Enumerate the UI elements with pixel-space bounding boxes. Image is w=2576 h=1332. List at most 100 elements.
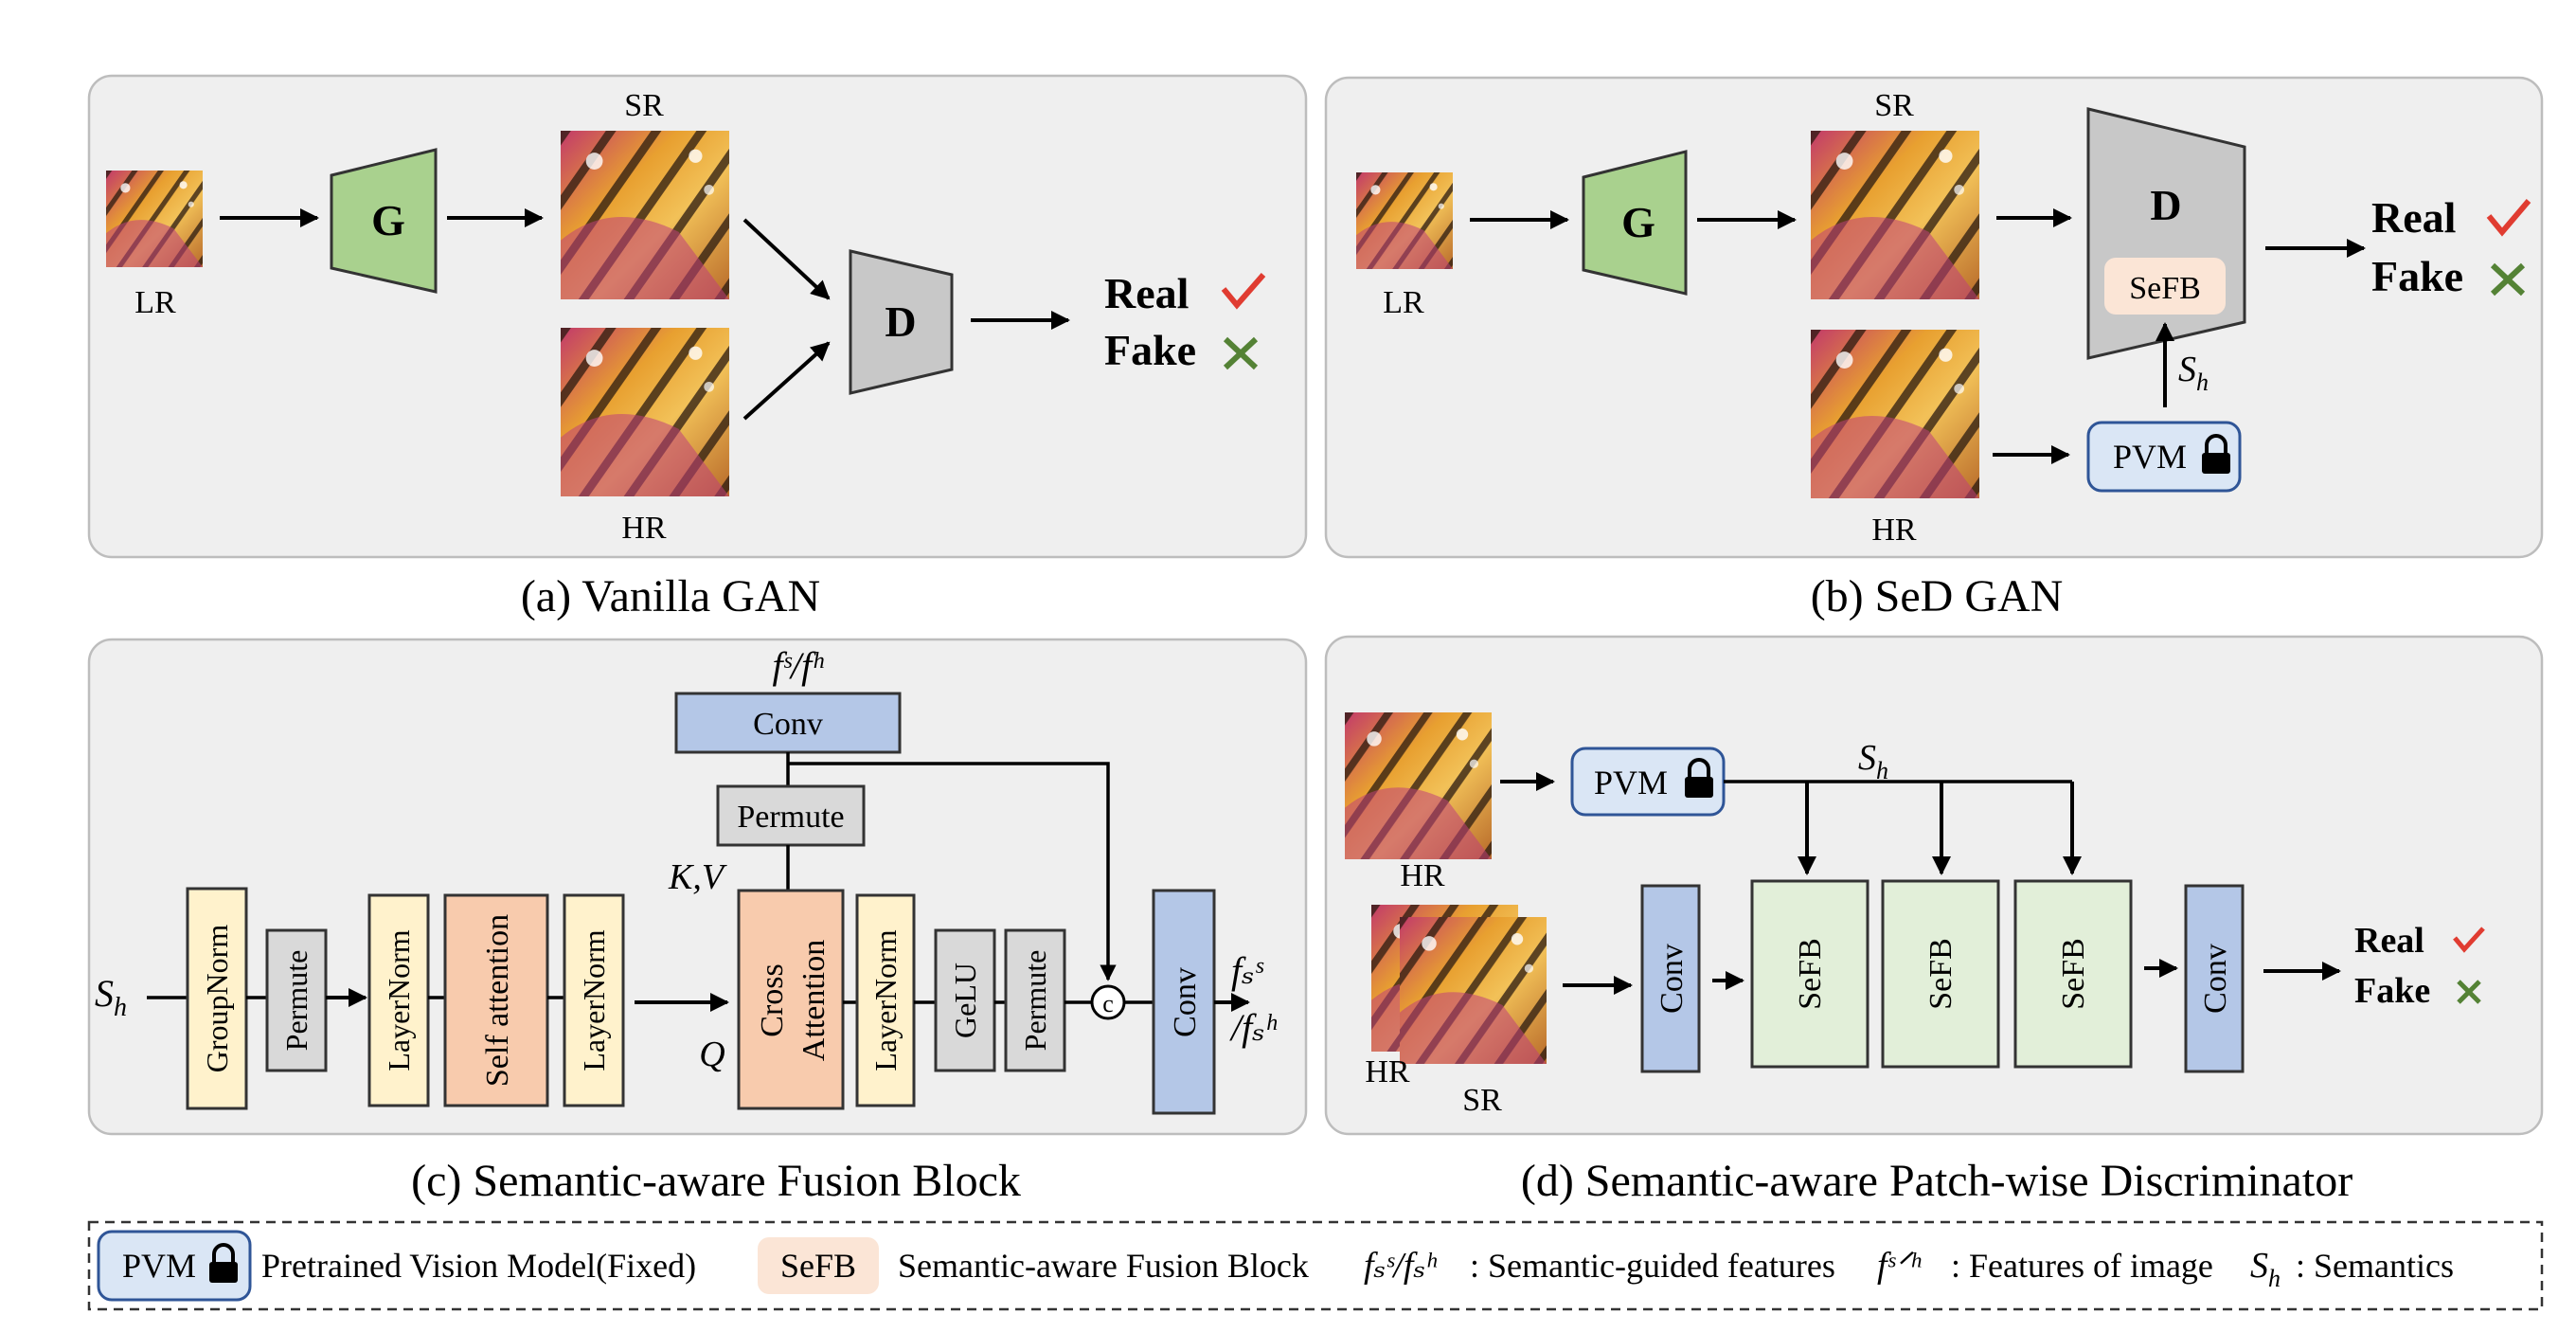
generator-block [330,148,438,294]
cross-attention-block [737,889,845,1110]
permute-top-label: Permute [737,800,844,835]
panel-patch-discriminator: HR PVM Sh HR SR Conv SeFB SeFB SeFB Conv… [1324,635,2544,1136]
conv-left-block [1640,884,1701,1073]
arrow-sr-to-d [742,218,831,300]
legend-image-desc: : Features of image [1951,1247,2213,1285]
groupnorm-label: GroupNorm [200,925,234,1073]
caption-c: (c) Semantic-aware Fusion Block [411,1156,1021,1206]
output-fs-label: fₛˢ [1231,949,1264,992]
caption-a: (a) Vanilla GAN [521,571,820,621]
kv-label: K,V [668,857,727,897]
permute-1-block [265,928,328,1072]
legend-sefb-box [758,1237,879,1294]
legend-features-desc: : Semantic-guided features [1470,1247,1835,1285]
pvm-box-b [2086,421,2242,493]
permute-2-label: Permute [1018,950,1052,1052]
legend: PVM Pretrained Vision Model(Fixed) SeFB … [87,1220,2544,1311]
panel-fusion-block: fˢ/fʰ Conv Permute K,V Sh GroupNorm Perm… [87,638,1308,1136]
q-label: Q [699,1035,724,1074]
gelu-block [934,928,996,1072]
output-fh-label: /fₛʰ [1229,1006,1278,1049]
sr-label-d: SR [1462,1083,1502,1118]
concat-symbol [1090,984,1126,1020]
legend-pvm-desc: Pretrained Vision Model(Fixed) [261,1247,696,1285]
lr-label: LR [134,285,176,320]
conv-out-block [1152,889,1216,1115]
discriminator-block-b [2086,107,2246,360]
permute-1-label: Permute [279,950,313,1052]
hr-image [561,328,729,496]
lr-label-b: LR [1383,285,1424,320]
arrow-hr-to-d [742,341,831,421]
sefb-block-2 [1881,879,2000,1069]
real-label-d: Real [2354,921,2424,961]
check-icon [1221,273,1266,310]
line-skip-to-concat [788,762,1117,981]
conv-right-block [2184,884,2245,1073]
sr-image [561,131,729,299]
sh-label-b: Sh [2178,350,2209,396]
layernorm-2-block [563,893,625,1107]
hr-label-d-bottom: HR [1365,1054,1410,1089]
pvm-label-b: PVM [2113,438,2187,476]
layernorm-1-label: LayerNorm [382,929,416,1071]
legend-sefb-desc: Semantic-aware Fusion Block [898,1247,1309,1285]
legend-lock-icon [209,1243,238,1283]
self-attention-block [443,893,549,1107]
sefb-label-b: SeFB [2129,271,2201,306]
permute-2-block [1004,928,1066,1072]
cross-icon [1223,336,1259,370]
fake-label-b: Fake [2371,252,2463,300]
attention-label: Attention [796,940,832,1061]
self-attention-label: Self attention [480,914,515,1087]
caption-d: (d) Semantic-aware Patch-wise Discrimina… [1521,1156,2352,1206]
sr-image-b [1811,131,1979,299]
permute-top-block [716,784,866,847]
discriminator-label: D [885,297,916,346]
generator-label-b: G [1621,198,1655,246]
fs-fh-label: fˢ/fʰ [772,644,824,687]
cross-label: Cross [755,963,790,1036]
sr-image-stack [1400,917,1547,1064]
sr-label: SR [624,88,664,123]
sefb-label-2: SeFB [1923,938,1959,1010]
legend-semantics-desc: : Semantics [2296,1247,2454,1285]
legend-semantics-symbol: Sh [2250,1246,2281,1292]
check-icon-d [2453,927,2485,953]
lr-image-b [1356,172,1453,269]
panel-vanilla-gan: LR G SR HR D Real Fake [87,74,1308,559]
gelu-label: GeLU [948,963,982,1038]
layernorm-3-label: LayerNorm [868,929,903,1071]
fake-label: Fake [1104,326,1196,374]
discriminator-block [849,249,954,395]
hr-label-b: HR [1871,513,1917,548]
sefb-box-b [2104,258,2226,315]
sefb-label-3: SeFB [2056,938,2091,1010]
conv-left-label: Conv [1655,944,1690,1014]
generator-block-b [1582,150,1688,296]
layernorm-1-block [367,893,430,1107]
conv-right-label: Conv [2198,944,2233,1014]
fake-label-d: Fake [2354,971,2430,1011]
real-label: Real [1104,269,1189,317]
sefb-label-1: SeFB [1793,938,1828,1010]
hr-label-d-top: HR [1400,858,1445,893]
hr-label: HR [621,511,667,546]
conv-out-label: Conv [1168,967,1203,1037]
discriminator-label-b: D [2150,181,2181,229]
panel-sed-gan: LR G SR HR D SeFB Real Fake PVM Sh [1324,76,2544,559]
generator-label: G [371,196,405,244]
sr-label-b: SR [1874,88,1914,123]
check-icon-b [2486,199,2531,237]
real-label-b: Real [2371,193,2456,242]
legend-image-symbol: fˢᐟʰ [1877,1246,1922,1286]
concat-label: c [1102,990,1114,1017]
lr-image [106,171,203,267]
legend-features-symbol: fₛˢ/fₛʰ [1364,1246,1437,1286]
cross-icon-d [2457,980,2481,1004]
sh-input-label: Sh [95,972,127,1022]
legend-border [87,1220,2544,1311]
conv-top-block [674,692,902,754]
sefb-block-3 [2013,879,2133,1069]
